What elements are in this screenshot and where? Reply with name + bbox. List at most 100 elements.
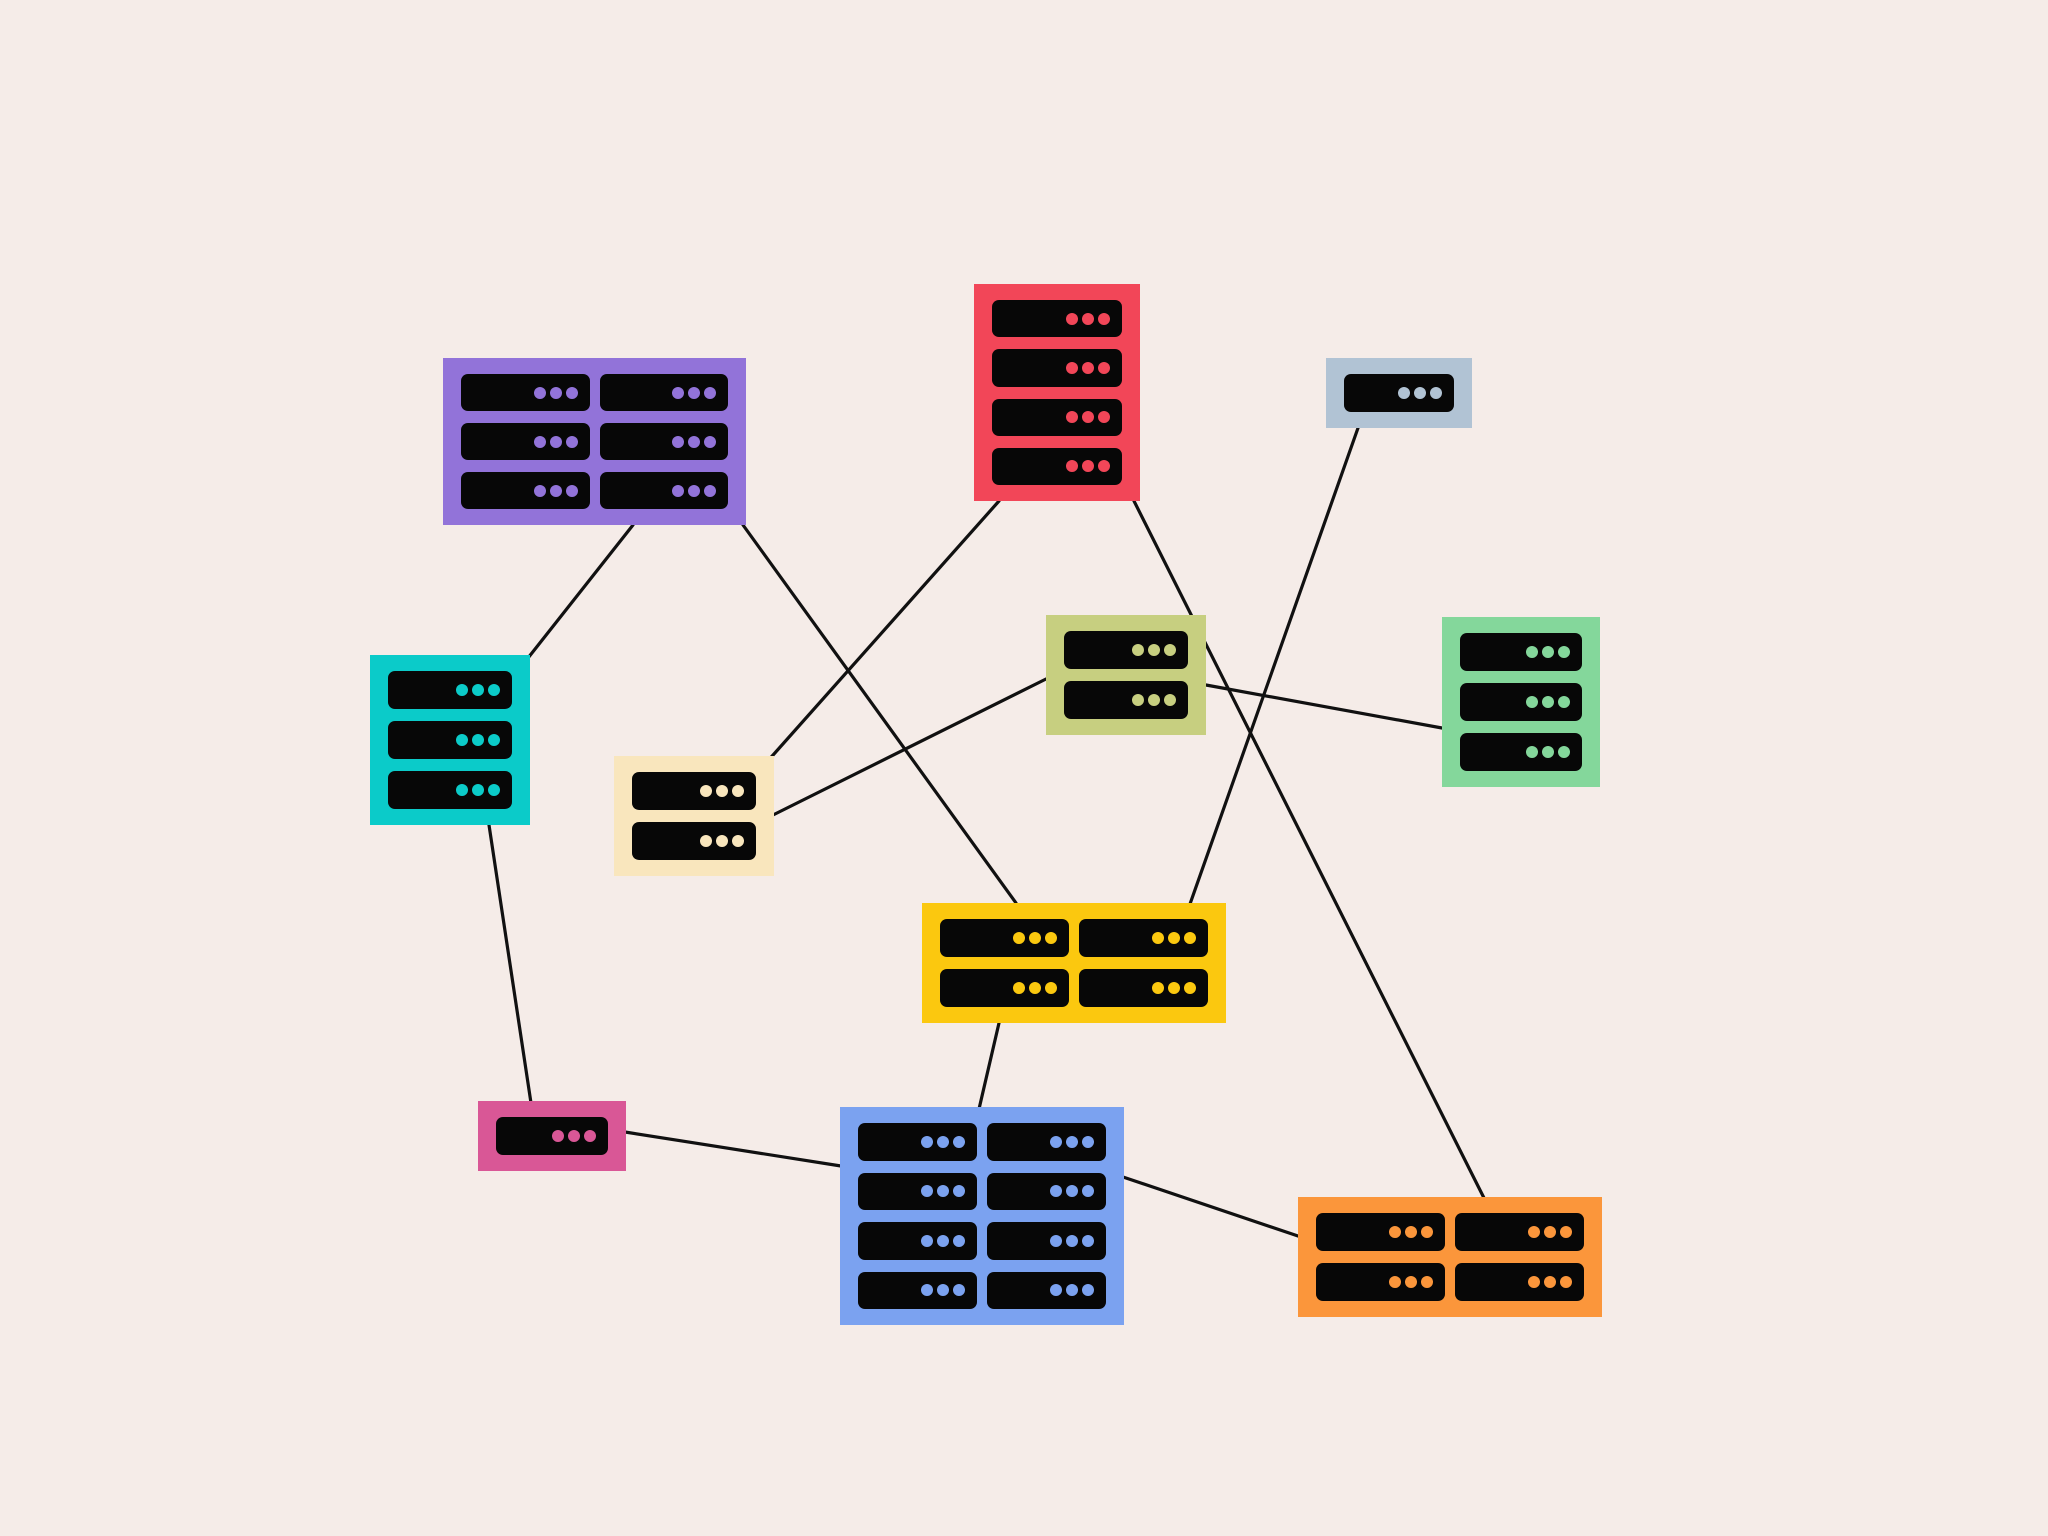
- status-light-icon: [1526, 746, 1538, 758]
- status-light-icon: [488, 734, 500, 746]
- status-light-icon: [1389, 1226, 1401, 1238]
- server-rack-grey[interactable]: [1326, 358, 1472, 428]
- status-light-icon: [552, 1130, 564, 1142]
- status-light-icon: [1542, 696, 1554, 708]
- status-light-icon: [488, 684, 500, 696]
- status-light-icon: [1050, 1284, 1062, 1297]
- link-teal-pink: [487, 823, 533, 1105]
- status-light-icon: [1066, 1185, 1078, 1198]
- server-rack-icon: [1326, 358, 1472, 428]
- server-unit: [599, 374, 728, 411]
- status-light-icon: [456, 734, 468, 746]
- server-unit: [1079, 969, 1208, 1007]
- status-light-icon: [1082, 1135, 1094, 1148]
- status-light-icon: [1066, 411, 1078, 424]
- server-unit: [1079, 919, 1208, 957]
- server-rack-purple[interactable]: [443, 358, 746, 525]
- status-light-icon: [704, 484, 716, 497]
- status-light-icon: [1168, 932, 1180, 944]
- status-light-icon: [1526, 696, 1538, 708]
- server-rack-cream[interactable]: [614, 756, 774, 876]
- server-unit: [1455, 1213, 1584, 1251]
- server-unit: [599, 423, 728, 460]
- link-yellow-blue: [977, 1021, 1001, 1111]
- status-light-icon: [1558, 746, 1570, 758]
- link-grey-yellow: [1188, 426, 1360, 906]
- status-light-icon: [1066, 361, 1078, 374]
- link-purple-yellow: [741, 523, 1018, 905]
- server-rack-yellow[interactable]: [922, 903, 1226, 1023]
- server-unit: [1460, 633, 1582, 671]
- server-unit: [987, 1222, 1106, 1260]
- status-light-icon: [937, 1234, 949, 1247]
- link-red-orange: [1132, 499, 1486, 1200]
- server-unit: [461, 472, 590, 509]
- status-light-icon: [1029, 982, 1041, 994]
- status-light-icon: [1152, 932, 1164, 944]
- status-light-icon: [1082, 361, 1094, 374]
- status-light-icon: [1152, 982, 1164, 994]
- server-rack-teal[interactable]: [370, 655, 530, 825]
- server-unit: [1316, 1213, 1445, 1251]
- server-rack-pink[interactable]: [478, 1101, 626, 1171]
- status-light-icon: [1082, 1234, 1094, 1247]
- status-light-icon: [672, 435, 684, 448]
- server-rack-olive[interactable]: [1046, 615, 1206, 735]
- status-light-icon: [533, 435, 546, 448]
- server-rack-red[interactable]: [974, 284, 1140, 501]
- link-cream-olive: [771, 677, 1048, 817]
- status-light-icon: [1526, 646, 1538, 658]
- server-rack-icon: [614, 756, 774, 876]
- status-light-icon: [688, 484, 700, 497]
- server-unit: [388, 671, 512, 709]
- server-rack-orange[interactable]: [1298, 1197, 1602, 1317]
- status-light-icon: [565, 435, 578, 448]
- link-purple-teal: [526, 523, 635, 660]
- link-blue-orange: [1121, 1175, 1300, 1238]
- server-unit: [1460, 733, 1582, 771]
- status-light-icon: [688, 435, 700, 448]
- server-unit: [461, 423, 590, 460]
- status-light-icon: [1066, 1135, 1078, 1148]
- status-light-icon: [1098, 361, 1110, 374]
- status-light-icon: [1414, 387, 1426, 399]
- status-light-icon: [1029, 932, 1041, 944]
- status-light-icon: [1528, 1276, 1540, 1288]
- status-light-icon: [565, 386, 578, 399]
- server-unit: [858, 1123, 977, 1161]
- status-light-icon: [472, 684, 484, 696]
- status-light-icon: [1148, 694, 1160, 706]
- status-light-icon: [937, 1185, 949, 1198]
- status-light-icon: [1013, 932, 1025, 944]
- server-unit: [496, 1117, 608, 1155]
- server-rack-icon: [478, 1101, 626, 1171]
- server-unit: [987, 1123, 1106, 1161]
- status-light-icon: [1098, 312, 1110, 325]
- status-light-icon: [953, 1284, 965, 1297]
- status-light-icon: [1558, 646, 1570, 658]
- status-light-icon: [1528, 1226, 1540, 1238]
- server-unit: [940, 969, 1069, 1007]
- server-unit: [388, 771, 512, 809]
- status-light-icon: [1050, 1185, 1062, 1198]
- server-unit: [1460, 683, 1582, 721]
- server-rack-blue[interactable]: [840, 1107, 1124, 1325]
- status-light-icon: [1082, 1185, 1094, 1198]
- status-light-icon: [1558, 696, 1570, 708]
- status-light-icon: [716, 785, 728, 797]
- status-light-icon: [584, 1130, 596, 1142]
- server-rack-green[interactable]: [1442, 617, 1600, 787]
- server-unit: [987, 1271, 1106, 1309]
- status-light-icon: [1544, 1226, 1556, 1238]
- status-light-icon: [1045, 932, 1057, 944]
- status-light-icon: [1168, 982, 1180, 994]
- status-light-icon: [937, 1135, 949, 1148]
- status-light-icon: [1544, 1276, 1556, 1288]
- status-light-icon: [1542, 746, 1554, 758]
- status-light-icon: [549, 435, 562, 448]
- status-light-icon: [1066, 460, 1078, 473]
- status-light-icon: [568, 1130, 580, 1142]
- status-light-icon: [921, 1185, 933, 1198]
- status-light-icon: [565, 484, 578, 497]
